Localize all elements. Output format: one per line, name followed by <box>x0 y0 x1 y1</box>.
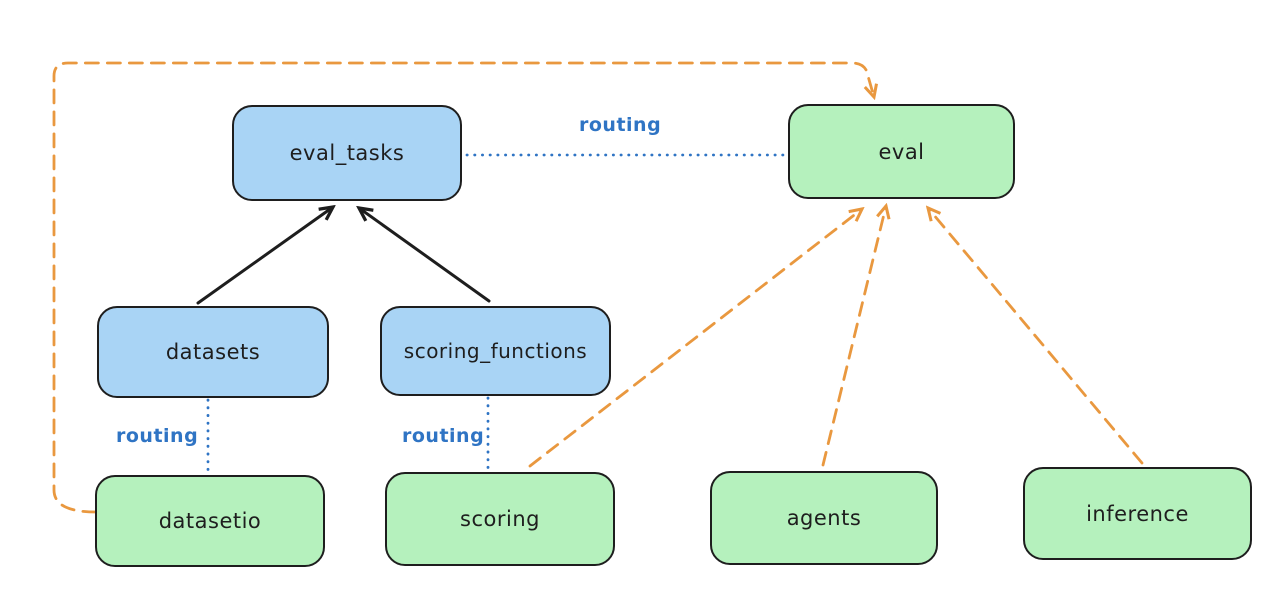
edge-inference-to-eval <box>928 208 1144 465</box>
node-agents: agents <box>710 471 938 565</box>
edge-scoring-to-eval <box>528 209 862 468</box>
node-datasetio-label: datasetio <box>158 509 262 533</box>
node-eval_tasks-label: eval_tasks <box>289 141 405 165</box>
node-scoring: scoring <box>385 472 615 566</box>
node-eval: eval <box>788 104 1015 199</box>
edge-datasetio-to-eval <box>52 61 874 514</box>
node-scoring_functions: scoring_functions <box>380 306 611 396</box>
edge-agents-to-eval <box>821 206 886 467</box>
routing-label-top: routing <box>579 114 662 136</box>
node-inference-label: inference <box>1086 501 1189 526</box>
routing-label-datasets: routing <box>116 425 199 447</box>
node-scoring_functions-label: scoring_functions <box>403 339 588 363</box>
node-datasets-label: datasets <box>165 340 261 364</box>
node-datasets: datasets <box>97 306 329 398</box>
edge-datasets-to-eval_tasks <box>196 207 333 305</box>
routing-label-scoring: routing <box>402 425 485 447</box>
node-datasetio: datasetio <box>95 475 325 567</box>
node-eval-label: eval <box>878 139 925 164</box>
node-inference: inference <box>1023 467 1252 560</box>
node-eval_tasks: eval_tasks <box>232 105 462 201</box>
node-scoring-label: scoring <box>460 507 540 531</box>
node-agents-label: agents <box>786 506 862 530</box>
edge-scoring_functions-to-eval_tasks <box>359 208 491 303</box>
